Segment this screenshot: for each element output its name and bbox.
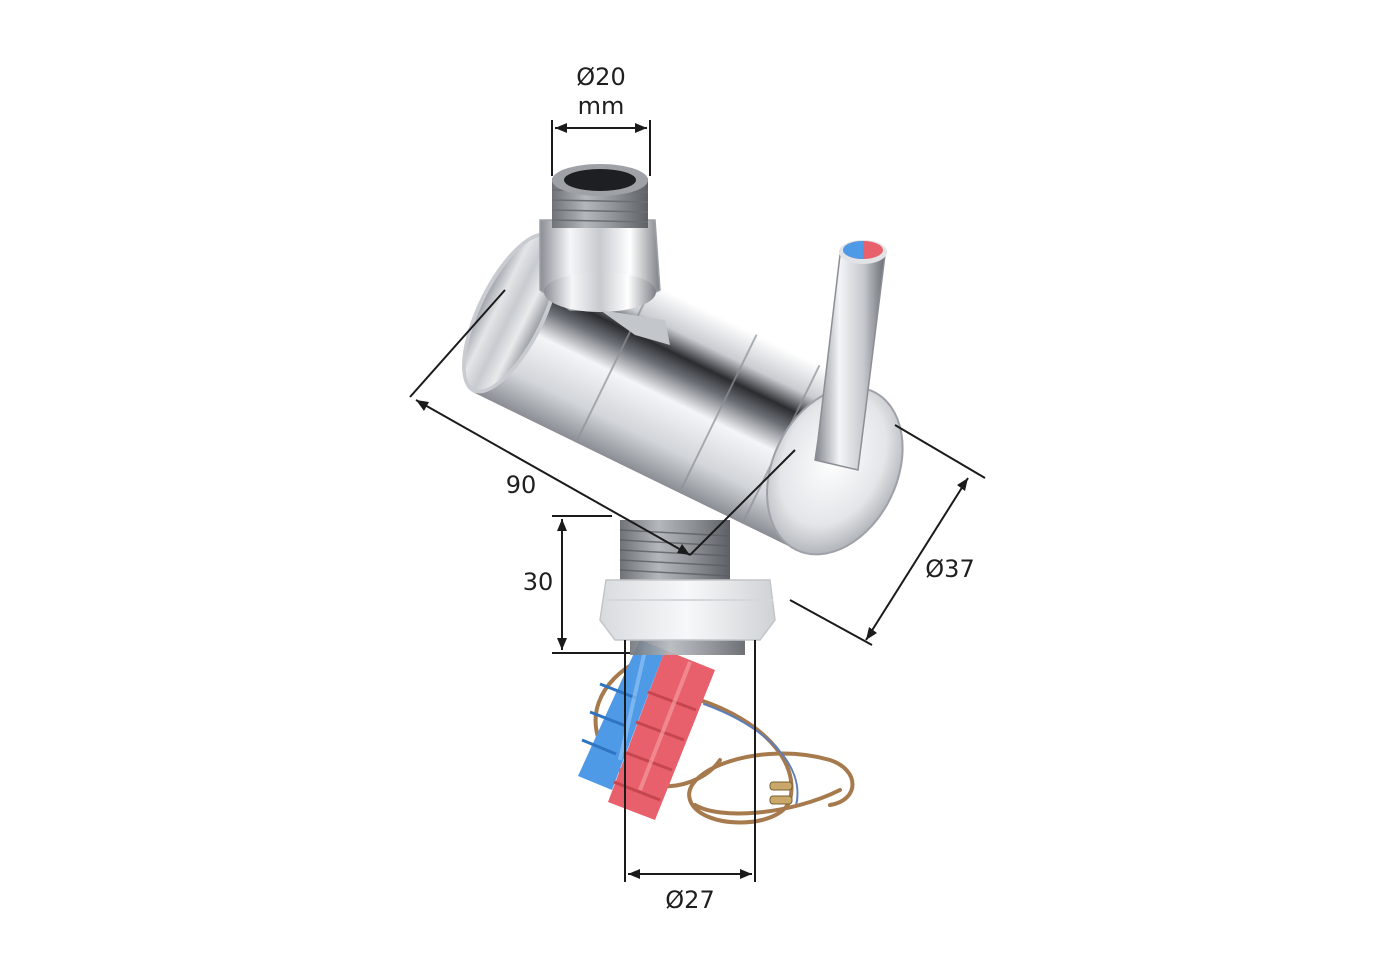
dimension-annotations bbox=[409, 120, 986, 882]
label-body-diameter: Ø37 bbox=[925, 555, 974, 583]
length-line bbox=[415, 399, 691, 556]
outlet-opening bbox=[564, 169, 636, 191]
label-top-unit: mm bbox=[578, 92, 625, 120]
mounting-nut bbox=[599, 579, 776, 641]
cold-indicator bbox=[843, 241, 863, 259]
body-diameter-line bbox=[865, 477, 969, 641]
lever-handle[interactable] bbox=[814, 240, 887, 471]
top-outlet bbox=[539, 164, 670, 345]
wire-connector bbox=[769, 781, 793, 791]
hot-water-hose bbox=[608, 650, 715, 820]
label-body-length: 90 bbox=[506, 471, 537, 499]
label-top-diameter: Ø20 bbox=[576, 63, 625, 91]
label-shank-height: 30 bbox=[523, 568, 554, 596]
label-shank-diameter: Ø27 bbox=[665, 886, 714, 914]
wire-connector bbox=[769, 795, 793, 805]
